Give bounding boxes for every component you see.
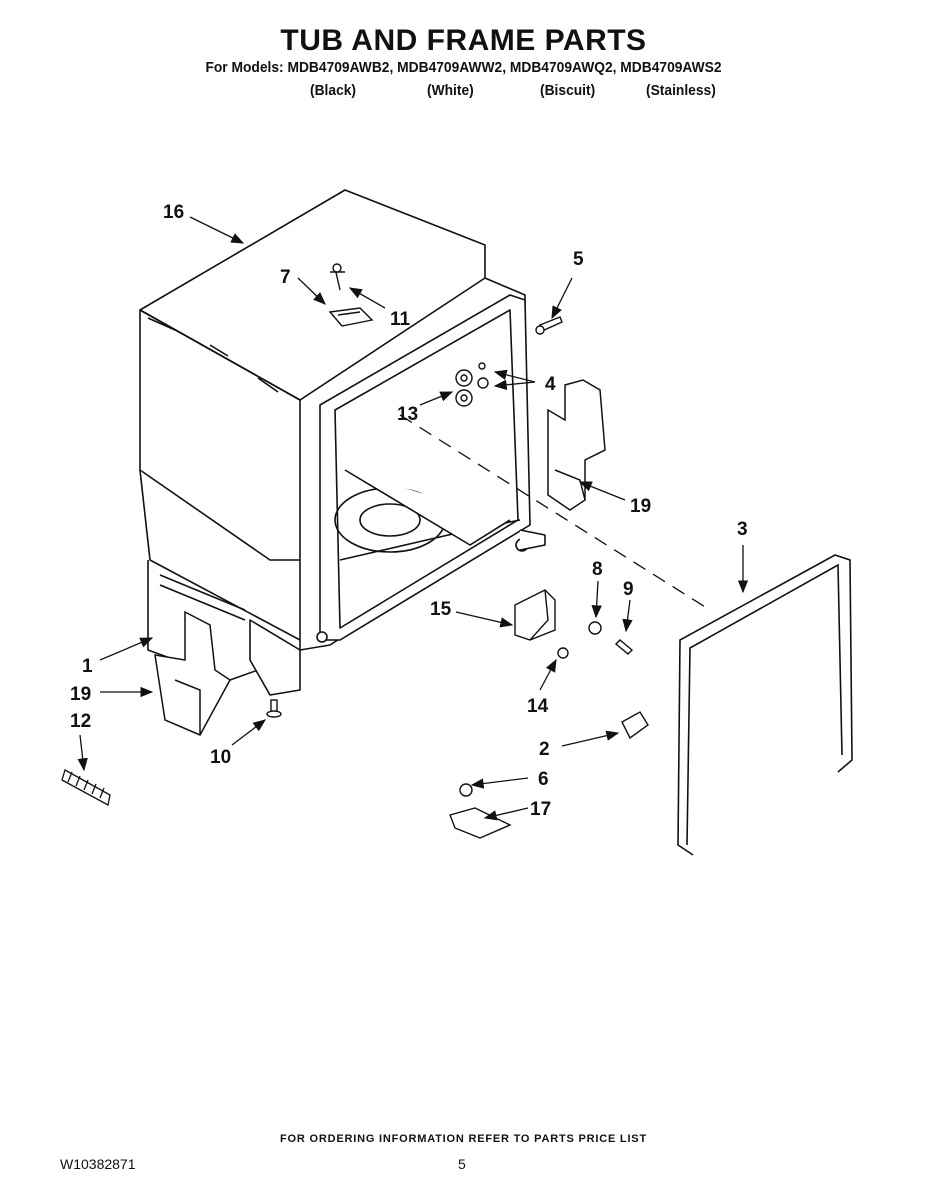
screw-5 (535, 316, 563, 335)
exploded-parts-diagram: 16 7 11 5 4 13 19 3 8 9 15 14 1 19 12 10… (61, 189, 853, 856)
document-number: W10382871 (60, 1156, 136, 1172)
left-hinge-bracket (154, 610, 231, 736)
callout-4: 4 (545, 374, 556, 395)
callout-leaders (77, 216, 749, 821)
hinge-bushings (455, 362, 489, 407)
tub-assembly (139, 189, 546, 696)
callout-19-left: 19 (70, 684, 91, 705)
callout-9: 9 (623, 579, 634, 600)
motor-shield (514, 589, 634, 659)
door-gasket (677, 554, 853, 856)
callout-10: 10 (210, 747, 231, 768)
page-title: TUB AND FRAME PARTS (280, 24, 647, 57)
callout-19-right: 19 (630, 496, 651, 517)
callout-3: 3 (737, 519, 748, 540)
variant-white: (White) (427, 82, 474, 99)
callout-13: 13 (397, 404, 418, 425)
variant-stainless: (Stainless) (646, 82, 716, 99)
latch-parts (449, 711, 649, 839)
right-hinge-bracket (547, 379, 606, 511)
leveling-leg (266, 699, 282, 718)
callout-8: 8 (592, 559, 603, 580)
callout-17: 17 (530, 799, 551, 820)
callout-12: 12 (70, 711, 91, 732)
callout-5: 5 (573, 249, 584, 270)
callout-14: 14 (527, 696, 549, 717)
page-number: 5 (458, 1156, 466, 1172)
callout-16: 16 (163, 202, 184, 223)
ordering-note: FOR ORDERING INFORMATION REFER TO PARTS … (280, 1133, 647, 1145)
variant-biscuit: (Biscuit) (540, 82, 596, 99)
models-line: For Models: MDB4709AWB2, MDB4709AWW2, MD… (205, 59, 722, 76)
variant-black: (Black) (310, 82, 357, 99)
callout-6: 6 (538, 769, 549, 790)
top-mounting-bracket (328, 263, 374, 327)
callout-7: 7 (280, 267, 291, 288)
spring (61, 769, 111, 806)
callout-2: 2 (539, 739, 550, 760)
callout-11: 11 (390, 309, 411, 330)
callout-15: 15 (430, 599, 452, 620)
callout-1: 1 (82, 656, 93, 677)
